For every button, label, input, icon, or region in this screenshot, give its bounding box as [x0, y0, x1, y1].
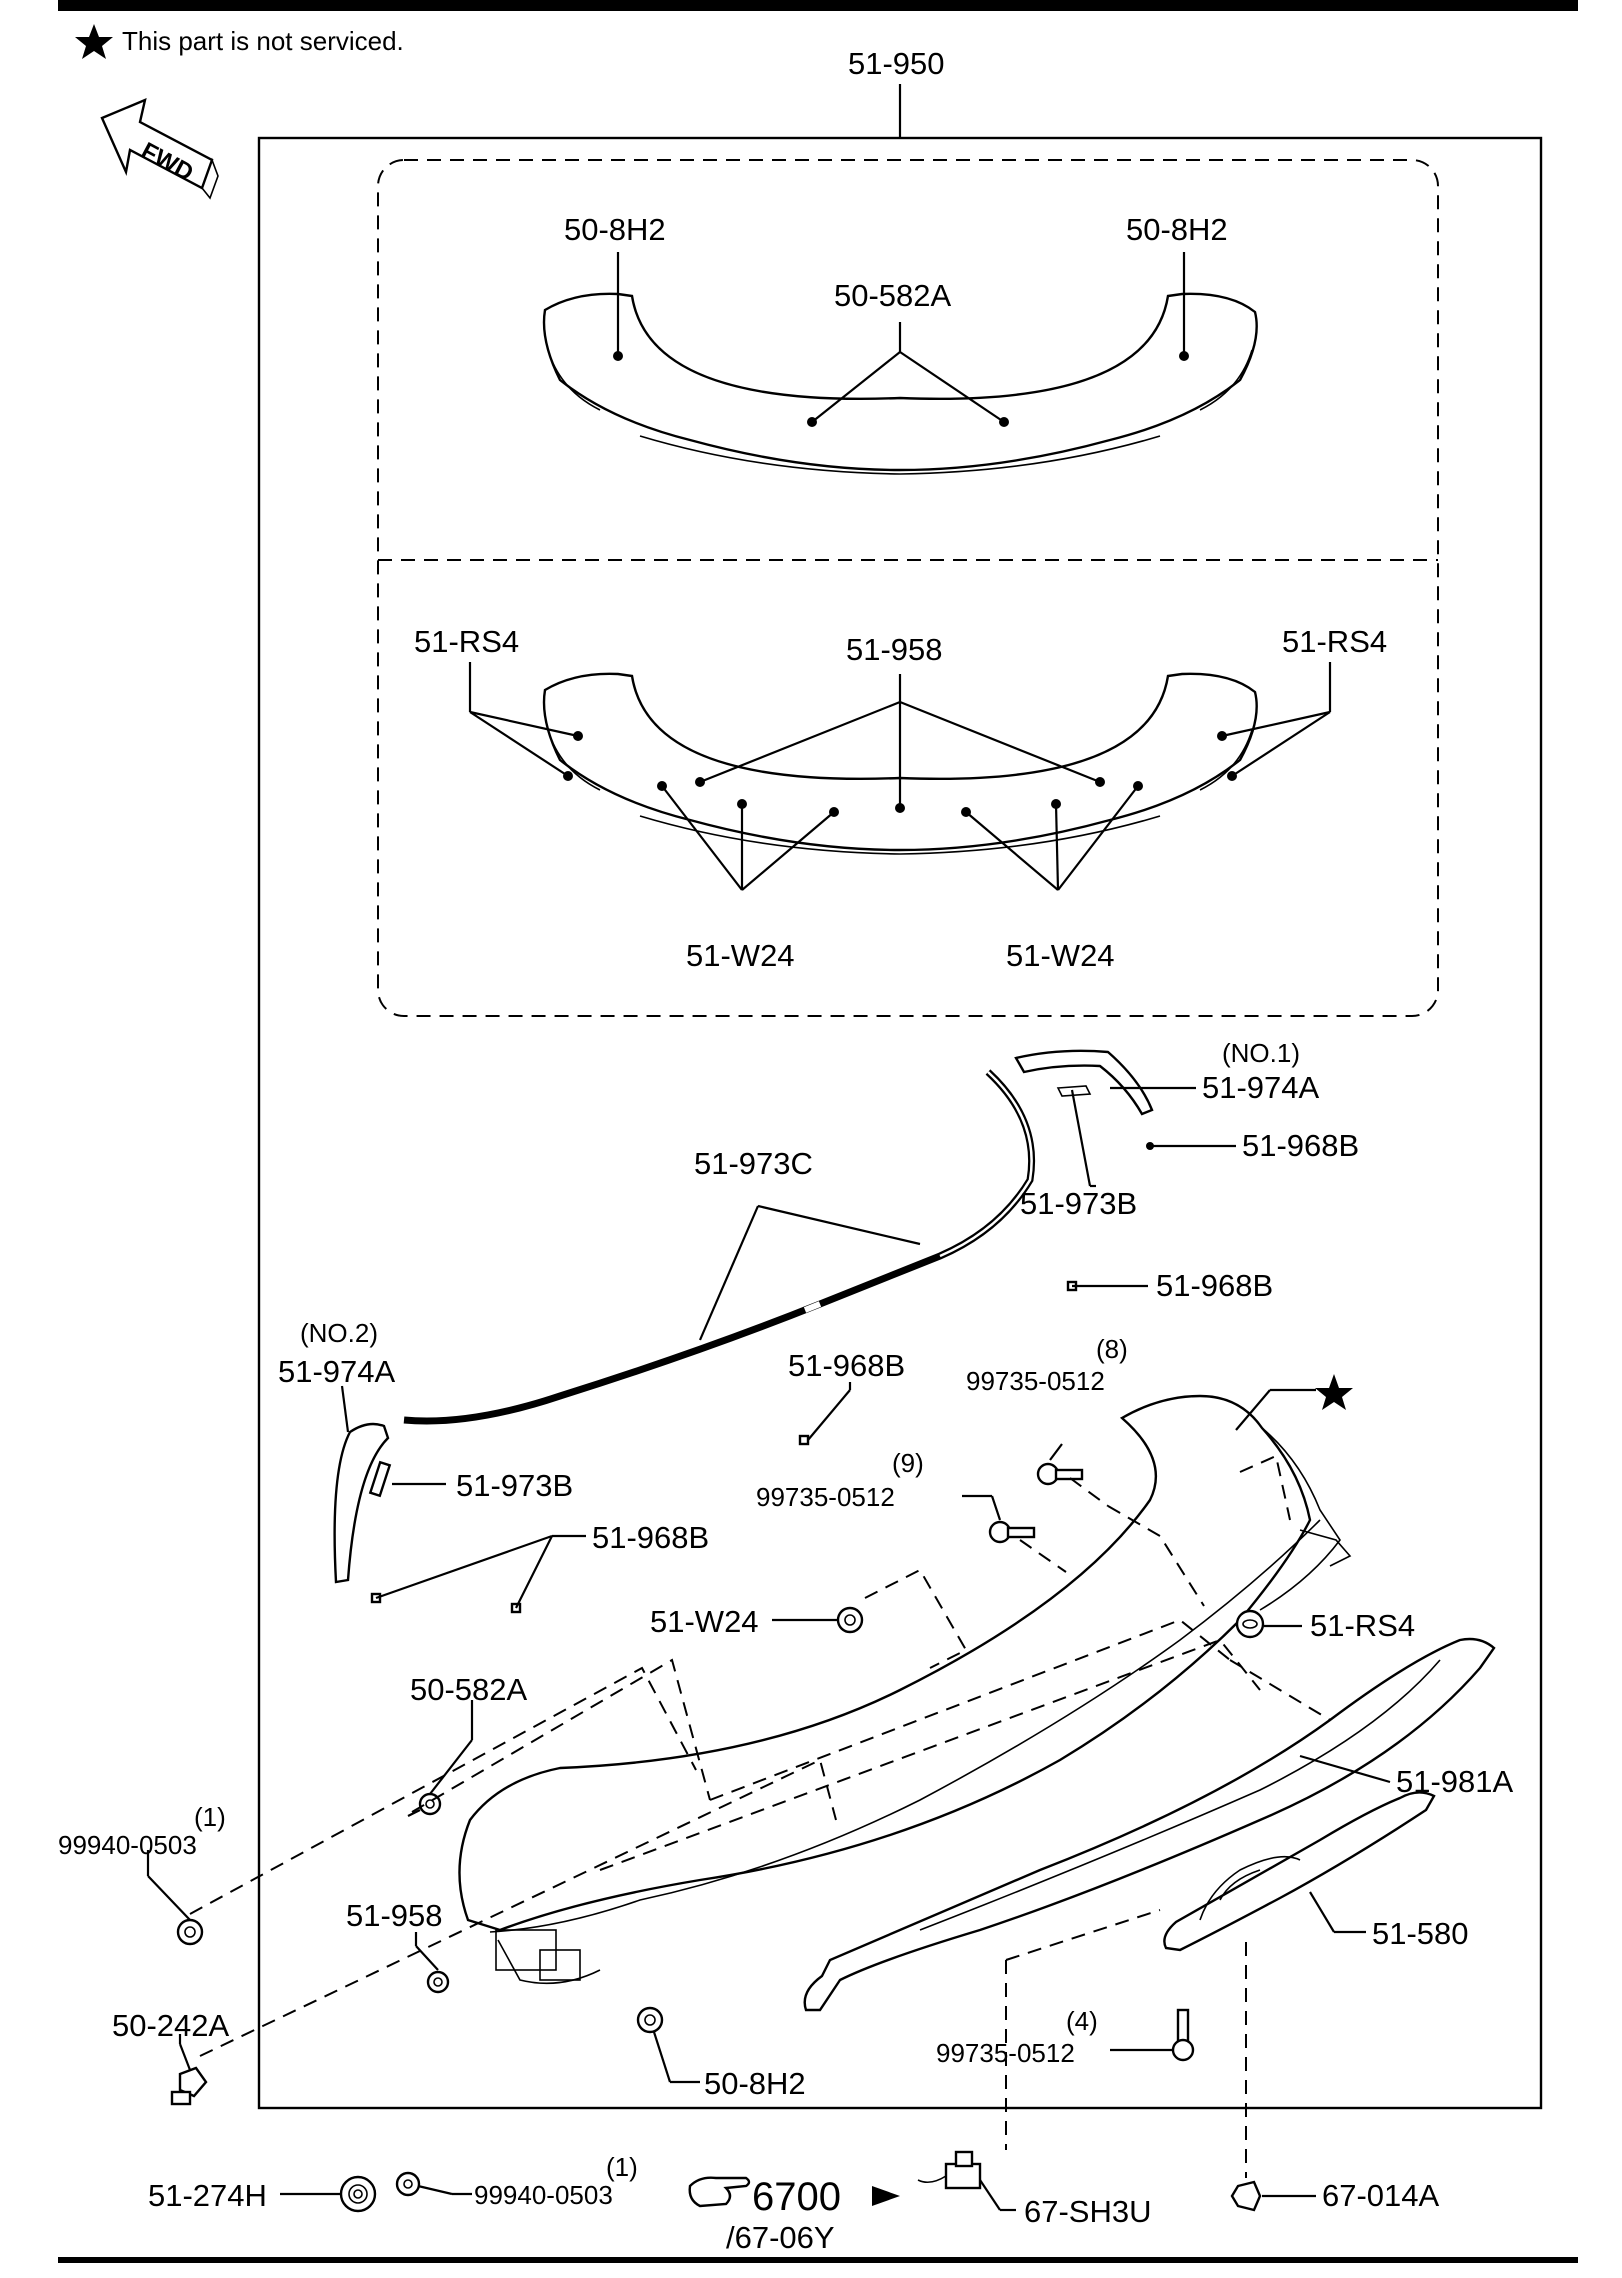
- black-star-icon: [75, 24, 113, 59]
- label-974a-no1-note: (NO.1): [1222, 1038, 1300, 1068]
- clip-icon: [426, 1970, 450, 1994]
- bolt-icon: [1036, 1462, 1084, 1486]
- reference-link[interactable]: 6700 /67-06Y: [688, 2175, 841, 2255]
- legend-text: This part is not serviced.: [122, 26, 404, 56]
- grommet-icon: [1235, 1609, 1265, 1639]
- label-974a-no1: 51-974A: [1202, 1070, 1320, 1105]
- label-580: 51-580: [1372, 1916, 1469, 1951]
- bushing-icon: [339, 2175, 377, 2213]
- label-sh3u: 67-SH3U: [1024, 2194, 1152, 2229]
- upper-center-label: 50-582A: [834, 278, 952, 313]
- label-981a: 51-981A: [1396, 1764, 1514, 1799]
- label-274h: 51-274H: [148, 2178, 267, 2213]
- lower-spoiler-view: 51-RS4 51-RS4 51-958 51-W24 51-W24: [414, 624, 1387, 973]
- rivet-icon: [170, 2066, 208, 2106]
- top-border: [58, 0, 1578, 11]
- label-99940-1: 99940-0503: [58, 1830, 197, 1860]
- label-97350512-4-qty: (4): [1066, 2006, 1098, 2036]
- connector-icon: [917, 2150, 982, 2190]
- black-star-icon: [1315, 1374, 1353, 1410]
- label-014a: 67-014A: [1322, 2178, 1440, 2213]
- label-97350512-8: 99735-0512: [966, 1366, 1105, 1396]
- detail-box: [377, 159, 1439, 1017]
- label-rs4: 51-RS4: [1310, 1608, 1415, 1643]
- label-8h2: 50-8H2: [704, 2066, 806, 2101]
- label-973c: 51-973C: [694, 1146, 813, 1181]
- label-968b-a: 51-968B: [1242, 1128, 1359, 1163]
- lower-bottom-left-label: 51-W24: [686, 938, 795, 973]
- fwd-arrow: FWD: [100, 97, 219, 200]
- label-582a: 50-582A: [410, 1672, 528, 1707]
- upper-left-label: 50-8H2: [564, 212, 666, 247]
- bumper-icon: [636, 2006, 664, 2034]
- bottom-border: [58, 2257, 1578, 2263]
- leader-lines: [146, 1086, 1391, 2212]
- bulb-socket-icon: [1230, 2180, 1262, 2212]
- lower-right-label: 51-RS4: [1282, 624, 1387, 659]
- label-99940-1-qty: (1): [194, 1802, 226, 1832]
- assembly-frame: [257, 136, 1543, 2110]
- label-968b-b: 51-968B: [1156, 1268, 1273, 1303]
- label-974a-no2-note: (NO.2): [300, 1318, 378, 1348]
- label-99940-2: 99940-0503: [474, 2180, 613, 2210]
- bolt-icon: [1171, 2008, 1195, 2062]
- label-958: 51-958: [346, 1898, 443, 1933]
- garnish-bar: [803, 1637, 1496, 2012]
- label-97350512-4: 99735-0512: [936, 2038, 1075, 2068]
- lower-left-label: 51-RS4: [414, 624, 519, 659]
- label-97350512-8-qty: (8): [1096, 1334, 1128, 1364]
- label-242a: 50-242A: [112, 2008, 230, 2043]
- label-968b-d: 51-968B: [592, 1520, 709, 1555]
- lower-bottom-right-label: 51-W24: [1006, 938, 1115, 973]
- label-97350512-9: 99735-0512: [756, 1482, 895, 1512]
- nut-icon: [176, 1918, 204, 1946]
- label-w24: 51-W24: [650, 1604, 759, 1639]
- upper-right-label: 50-8H2: [1126, 212, 1228, 247]
- stop-lamp: [1163, 1791, 1436, 1952]
- grommet-icon: [836, 1606, 864, 1634]
- label-99940-2-qty: (1): [606, 2152, 638, 2182]
- label-974a-no2: 51-974A: [278, 1354, 396, 1389]
- bolt-icon: [988, 1520, 1036, 1544]
- reference-sub: /67-06Y: [726, 2220, 835, 2255]
- nut-icon: [395, 2171, 421, 2197]
- label-973b-a: 51-973B: [1020, 1186, 1137, 1221]
- label-973b-b: 51-973B: [456, 1468, 573, 1503]
- rear-spoiler: [458, 1394, 1352, 1985]
- upper-spoiler-view: 50-8H2 50-8H2 50-582A: [542, 212, 1258, 475]
- label-968b-c: 51-968B: [788, 1348, 905, 1383]
- moldings: [333, 1049, 1154, 1614]
- lower-center-label: 51-958: [846, 632, 943, 667]
- legend: This part is not serviced.: [75, 24, 404, 59]
- fasteners: [170, 1462, 1265, 2213]
- label-97350512-9-qty: (9): [892, 1448, 924, 1478]
- assembly-label: 51-950: [848, 46, 945, 81]
- assembly-guides: [189, 1454, 1331, 2178]
- reference-main: 6700: [752, 2175, 841, 2219]
- part-labels: (NO.1) 51-974A 51-968B 51-973B 51-973C 5…: [58, 1038, 1514, 2229]
- pointing-hand-icon: [688, 2176, 751, 2208]
